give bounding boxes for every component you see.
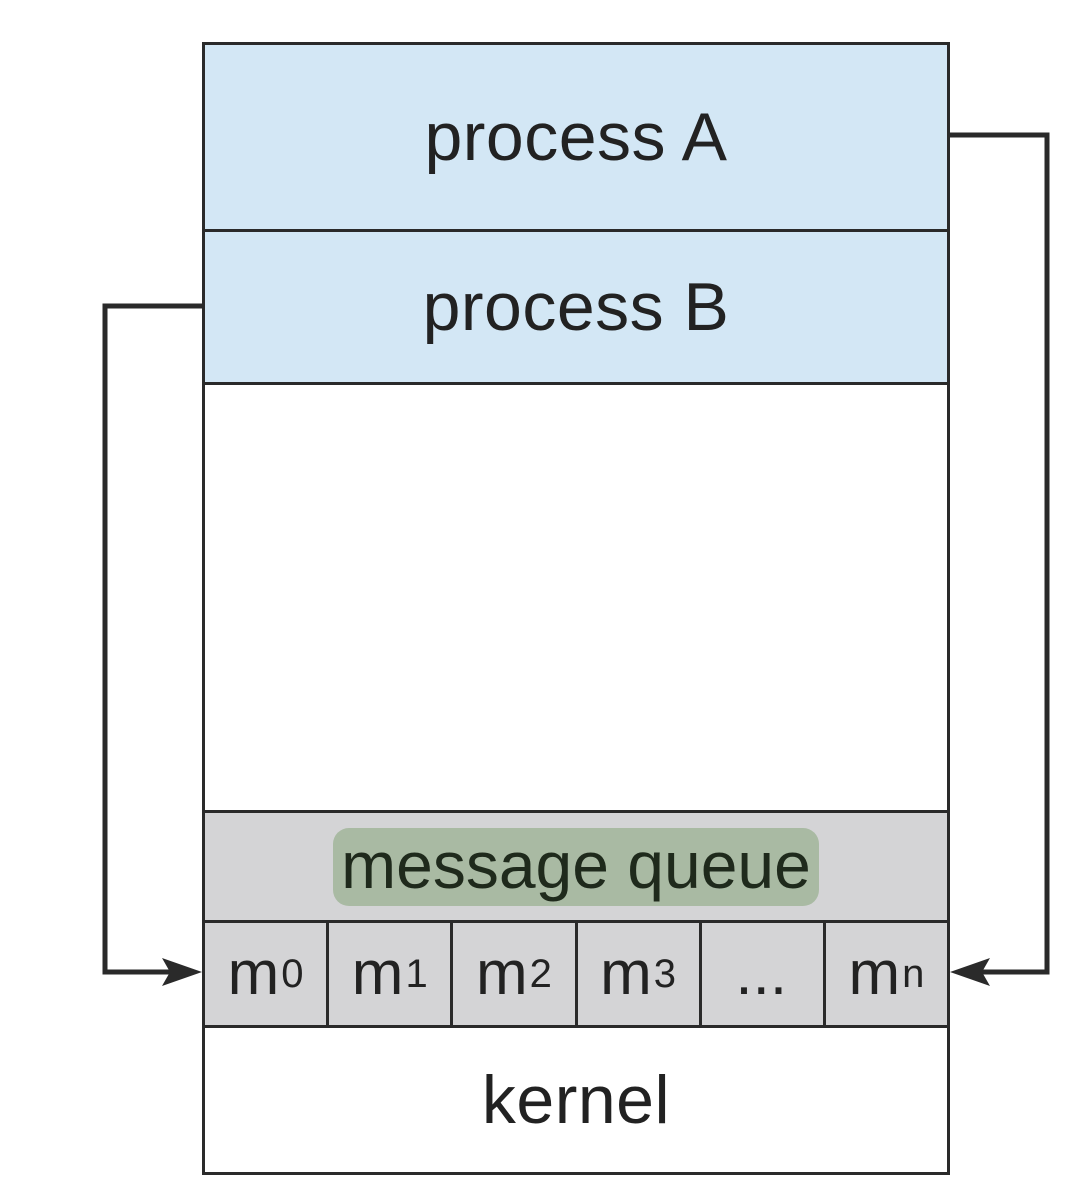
queue-slot-subscript: 3 bbox=[653, 952, 677, 996]
message-queue-label: message queue bbox=[333, 827, 819, 906]
queue-slot-base: m bbox=[351, 939, 404, 1008]
queue-slot-base: m bbox=[227, 939, 280, 1008]
process-a-box: process A bbox=[202, 42, 950, 232]
queue-slot: ... bbox=[702, 923, 826, 1025]
process-a-to-mn-arrow bbox=[950, 132, 1050, 975]
process-a-label: process A bbox=[424, 99, 728, 175]
kernel-label: kernel bbox=[481, 1062, 671, 1138]
queue-slot-base: m bbox=[475, 939, 528, 1008]
queue-slot-subscript: 0 bbox=[281, 952, 304, 996]
queue-slot-subscript: n bbox=[902, 952, 925, 996]
queue-slot-base: ... bbox=[735, 939, 788, 1008]
kernel-box: kernel bbox=[202, 1025, 950, 1175]
empty-memory-region bbox=[202, 382, 950, 813]
queue-slot-base: m bbox=[848, 939, 901, 1008]
process-b-label: process B bbox=[422, 269, 730, 345]
process-b-to-m0-arrow bbox=[102, 303, 202, 975]
arrowhead-mn bbox=[950, 958, 990, 986]
queue-slot-base: m bbox=[600, 939, 652, 1008]
queue-slot-subscript: 2 bbox=[529, 952, 552, 996]
queue-slot-subscript: 1 bbox=[405, 952, 428, 996]
arrowhead-m0 bbox=[162, 958, 202, 986]
